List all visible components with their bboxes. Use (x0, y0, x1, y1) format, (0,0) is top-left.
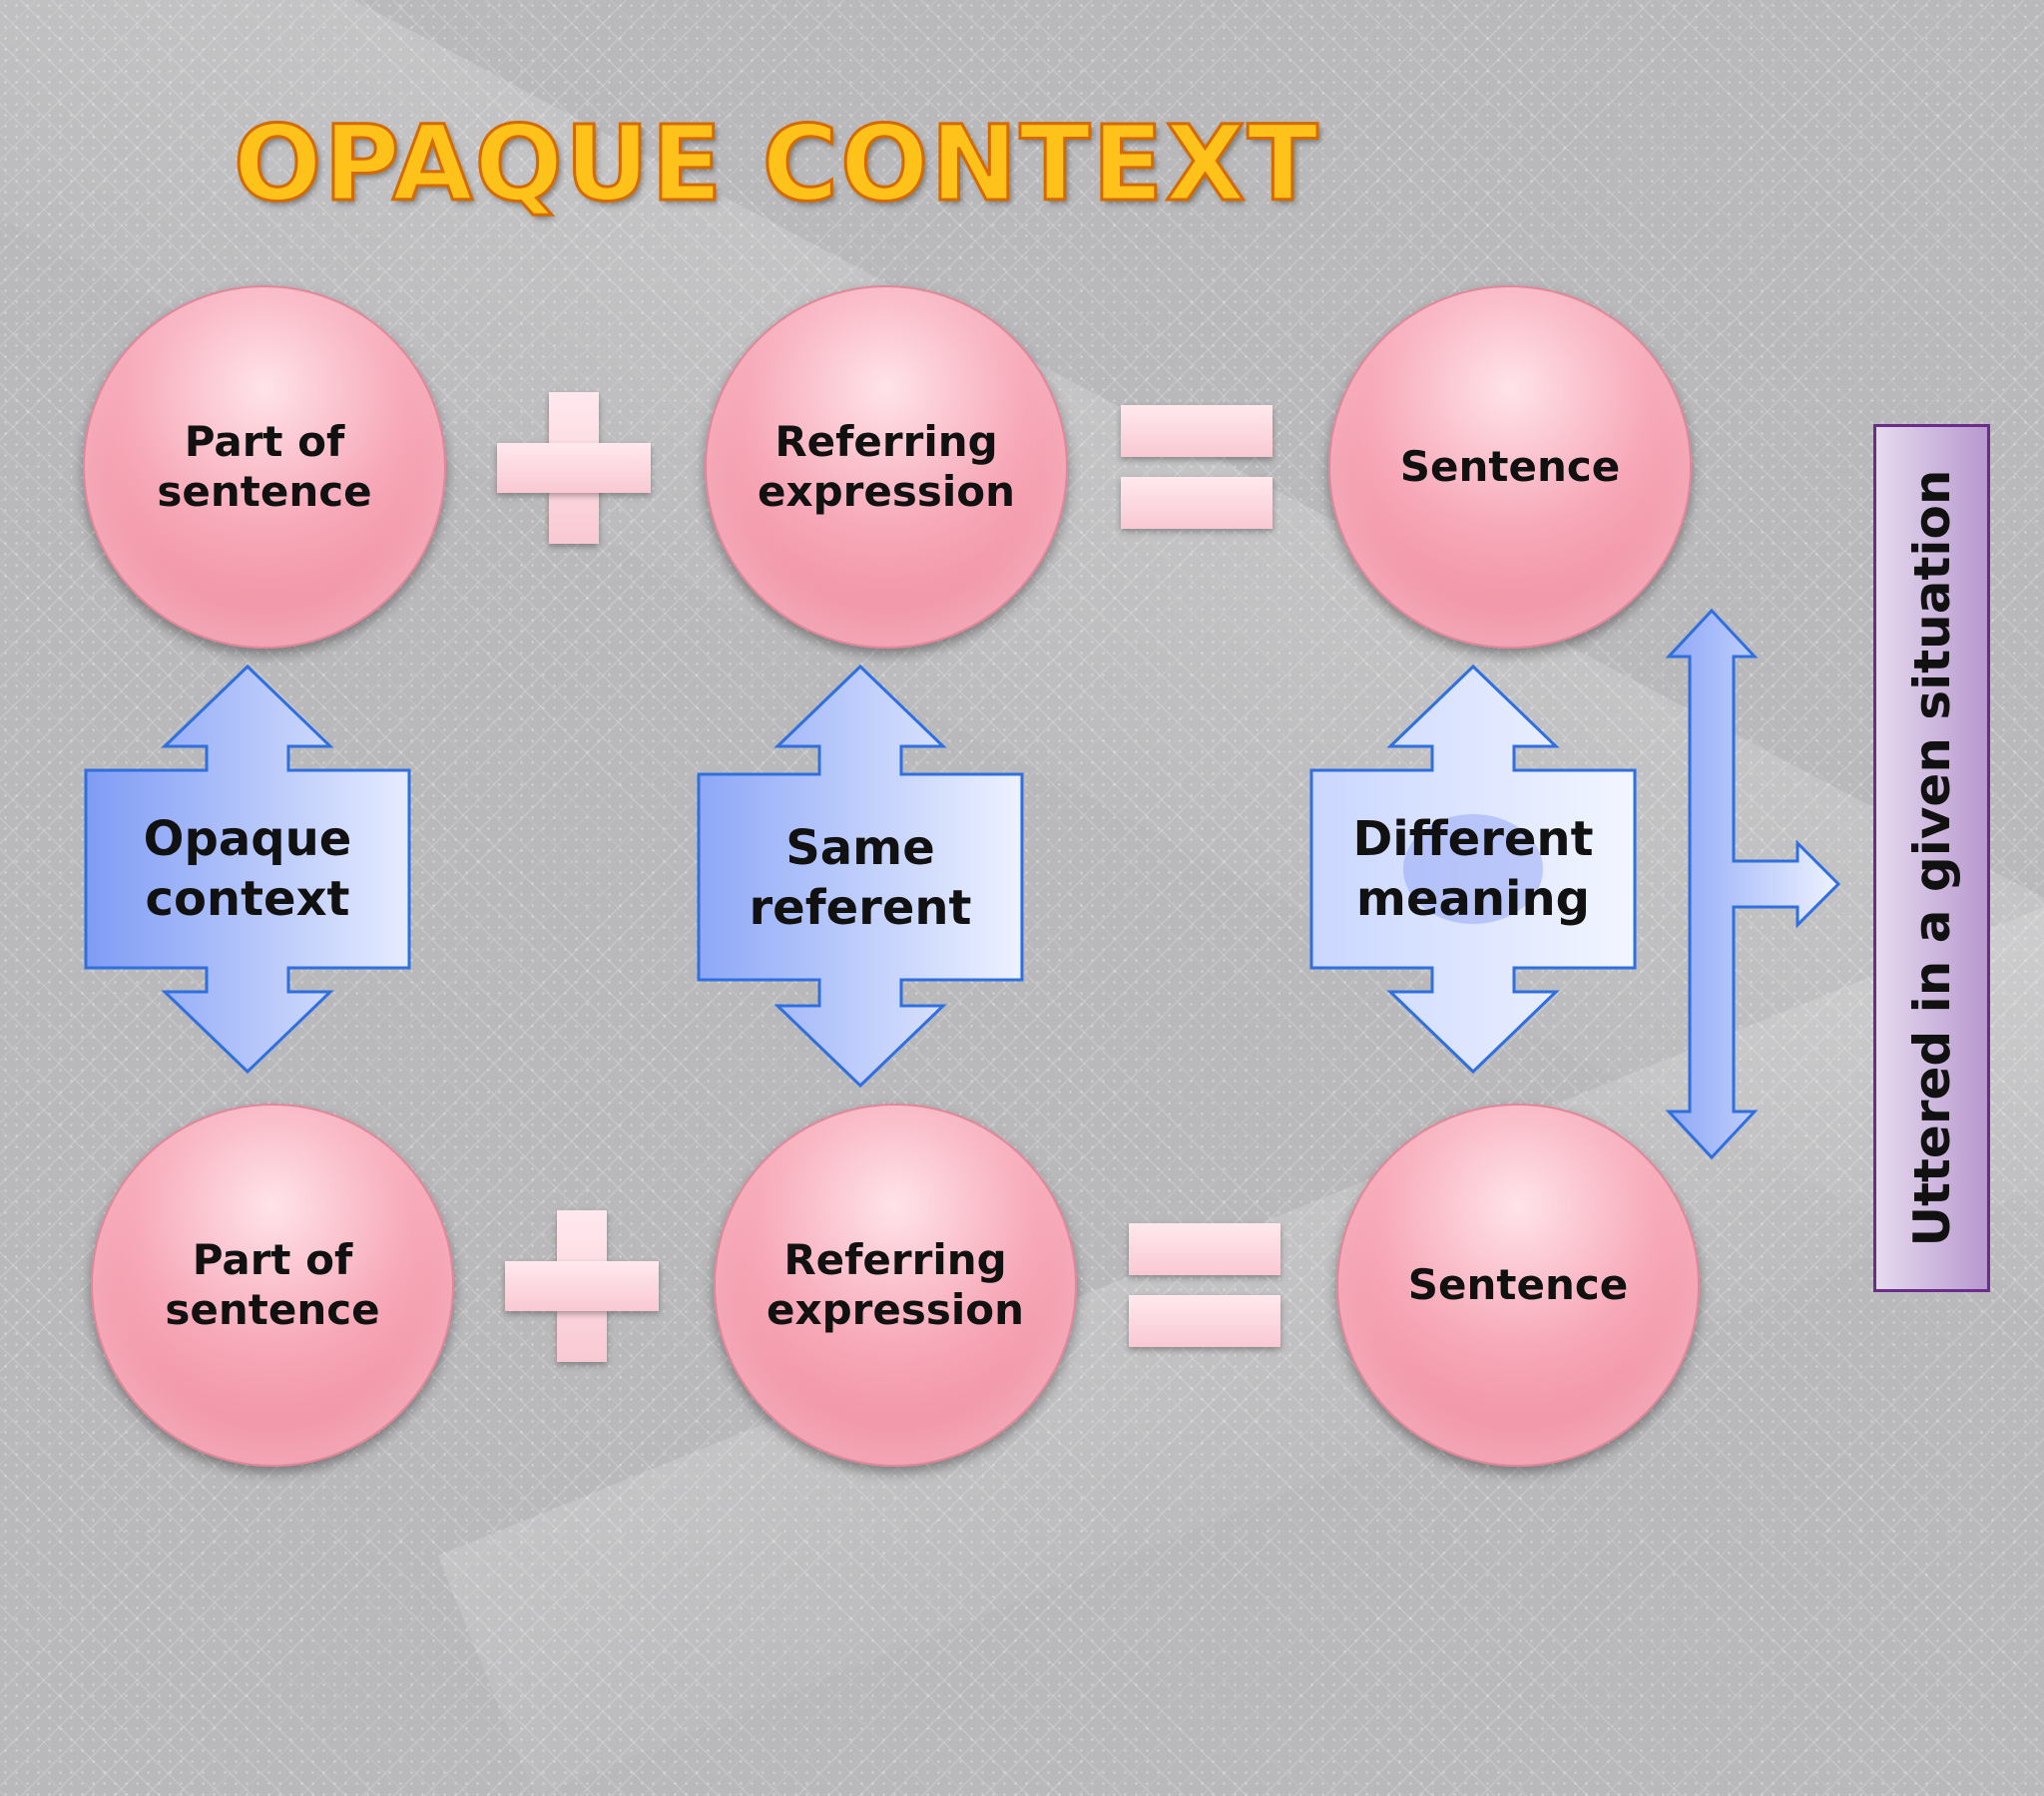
plus-icon (497, 392, 651, 544)
circle-label: Referring expression (766, 1234, 1024, 1334)
opaque-context-label: Opaque context (143, 811, 352, 927)
circle-label: Sentence (1407, 1259, 1629, 1309)
circle-part-of-sentence-top: Part of sentence (83, 285, 446, 649)
circle-sentence-bottom: Sentence (1336, 1104, 1700, 1467)
circle-label: Sentence (1399, 441, 1621, 491)
same-referent-label: Same referent (749, 820, 972, 936)
circle-sentence-top: Sentence (1328, 285, 1692, 649)
circle-label: Referring expression (758, 416, 1015, 516)
circle-referring-expression-top: Referring expression (705, 285, 1068, 649)
equals-icon (1121, 405, 1273, 529)
different-meaning-label: Different meaning (1352, 811, 1594, 927)
opaque-context-arrow (84, 664, 411, 1075)
circle-referring-expression-bottom: Referring expression (714, 1104, 1077, 1467)
plus-icon (505, 1210, 659, 1362)
different-meaning-arrow (1309, 664, 1637, 1075)
situation-branch-arrow (1665, 608, 1841, 1160)
equals-icon (1129, 1223, 1280, 1347)
circle-label: Part of sentence (165, 1234, 380, 1334)
situation-label: Uttered in a given situation (1902, 469, 1961, 1247)
same-referent-arrow (697, 664, 1024, 1089)
situation-panel: Uttered in a given situation (1873, 424, 1990, 1292)
circle-part-of-sentence-bottom: Part of sentence (91, 1104, 454, 1467)
circle-label: Part of sentence (157, 416, 372, 516)
page-title: OPAQUE CONTEXT (233, 103, 1320, 224)
